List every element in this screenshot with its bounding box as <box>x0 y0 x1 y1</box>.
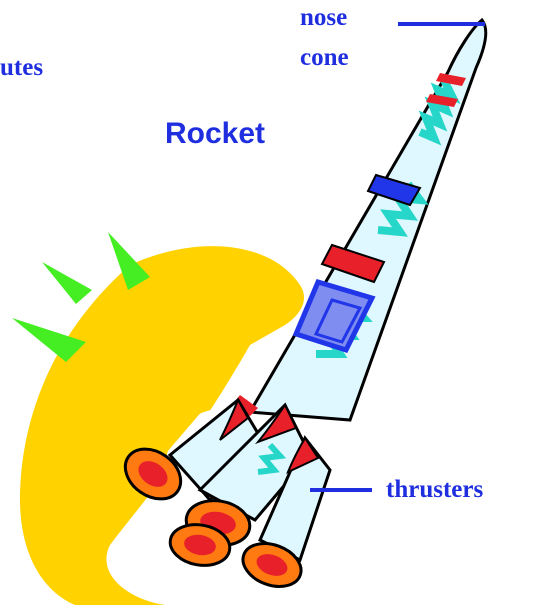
rocket-title: Rocket <box>165 116 265 152</box>
cut-off-label: utes <box>0 52 43 84</box>
nose-cone-label-line1: nose <box>300 2 347 34</box>
thrusters-label: thrusters <box>386 474 483 506</box>
nose-cone-label-line2: cone <box>300 42 349 74</box>
